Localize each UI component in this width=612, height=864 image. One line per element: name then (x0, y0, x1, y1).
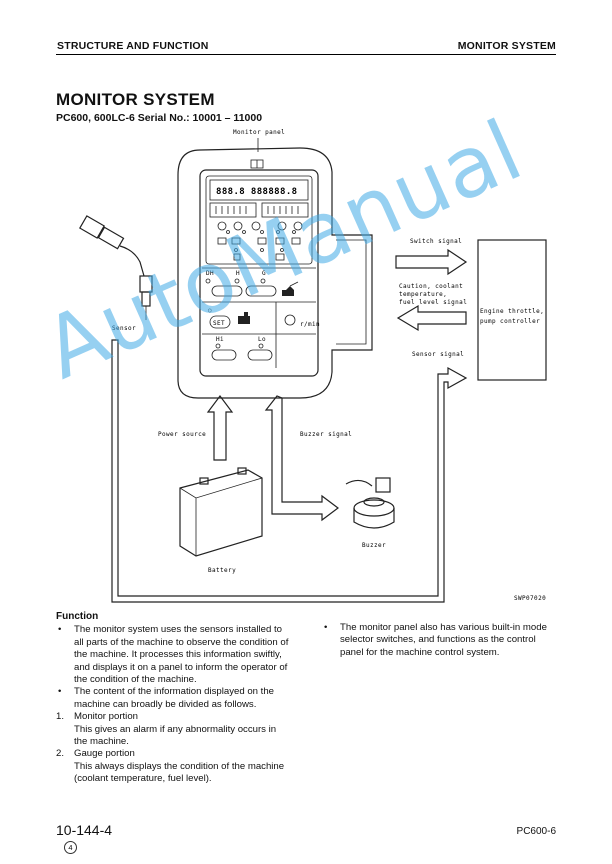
list-item: 2.Gauge portion (56, 748, 135, 760)
excavator-icon (282, 281, 299, 296)
hi-button (211, 349, 237, 361)
controller-label-2: pump controller (480, 318, 540, 325)
list-item: •The content of the information displaye… (58, 686, 274, 710)
function-right-column: •The monitor panel also has various buil… (322, 622, 558, 659)
controller-label-1: Engine throttle, (480, 308, 544, 315)
page-subtitle: PC600, 600LC-6 Serial No.: 10001 – 11000 (56, 112, 263, 124)
buzzer-label: Buzzer (362, 542, 386, 549)
power-source-label: Power source (158, 431, 206, 438)
buzzer-signal-arrow (264, 395, 339, 522)
mode-right-button (245, 285, 277, 297)
monitor-panel-label: Monitor panel (233, 129, 285, 136)
function-left-column: Function •The monitor system uses the se… (56, 611, 292, 786)
wrench-icon (238, 312, 250, 324)
lo-button (247, 349, 273, 361)
rpm-label: r/min (300, 321, 320, 328)
battery-icon (179, 467, 263, 557)
sensor-icon (79, 215, 153, 320)
h-label: H (236, 270, 240, 277)
g-label: G (262, 270, 266, 277)
function-heading: Function (56, 611, 99, 622)
mode-left-button (211, 285, 243, 297)
page-number: 10-144-4 (56, 822, 113, 838)
book-icon (250, 159, 264, 169)
hi-label: Hi (216, 336, 224, 343)
header-topic: MONITOR SYSTEM (457, 40, 556, 52)
controller-box (477, 239, 547, 381)
caution-label-2: temperature, (399, 291, 447, 298)
buzzer-signal-label: Buzzer signal (300, 431, 352, 438)
monitor-panel-bezel (177, 147, 373, 399)
battery-label: Battery (208, 567, 236, 574)
caution-label-1: Caution, coolant (399, 283, 463, 290)
list-item: 1.Monitor portion (56, 711, 138, 723)
revision-mark: 4 (64, 841, 77, 854)
dh-label: DH (206, 270, 214, 277)
lo-label: Lo (258, 336, 266, 343)
caution-signal-arrow (396, 304, 467, 332)
page-title: MONITOR SYSTEM (56, 90, 215, 109)
gauge-icon (284, 314, 296, 326)
sensor-signal-label: Sensor signal (412, 351, 464, 358)
sensor-label: Sensor (112, 325, 136, 332)
set-label: SET (213, 320, 225, 327)
caution-label-3: fuel level signal (399, 299, 467, 306)
sensor-signal-loop (111, 339, 468, 603)
figure-code: SWP07020 (514, 595, 546, 602)
monitor-panel-face (199, 169, 319, 377)
lcd-readout: 888.8 888888.8 (216, 187, 297, 197)
buzzer-icon (345, 477, 395, 529)
power-source-arrow (206, 395, 234, 461)
list-item: •The monitor panel also has various buil… (324, 622, 547, 658)
switch-signal-arrow (395, 248, 468, 276)
list-item-detail: This always displays the condition of th… (74, 760, 285, 785)
header-rule (56, 54, 556, 55)
list-item-detail: This gives an alarm if any abnormality o… (74, 723, 277, 748)
model-code: PC600-6 (516, 826, 556, 837)
switch-signal-label: Switch signal (410, 238, 462, 245)
list-item: •The monitor system uses the sensors ins… (58, 624, 289, 686)
svg-text:○: ○ (208, 307, 212, 314)
set-button (209, 315, 231, 329)
header-section: STRUCTURE AND FUNCTION (57, 40, 209, 52)
